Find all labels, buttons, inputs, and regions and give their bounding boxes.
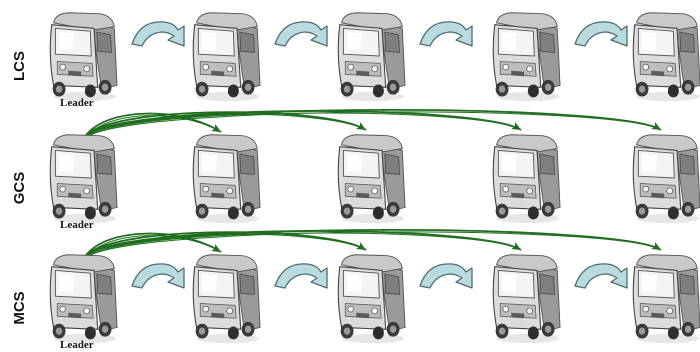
global-link-arrowhead — [211, 244, 221, 252]
global-link-arrowhead — [511, 122, 521, 130]
row-label-lcs: LCS — [11, 51, 28, 81]
follower-vehicle-icon — [192, 134, 261, 224]
global-link-arrow — [83, 111, 367, 139]
follower-vehicle-icon — [337, 254, 406, 344]
local-link-arrow-icon — [274, 263, 328, 289]
global-link-arrowhead — [651, 242, 661, 250]
global-link-arrow — [83, 231, 367, 259]
global-link-arrowhead — [651, 122, 661, 130]
leader-label: Leader — [60, 339, 94, 351]
follower-vehicle-icon — [632, 12, 700, 102]
leader-label: Leader — [60, 97, 94, 109]
global-link-arrow — [83, 111, 662, 141]
local-link-arrow-icon — [574, 21, 628, 47]
local-link-arrow-icon — [419, 263, 473, 289]
leader-vehicle-icon — [49, 12, 118, 102]
follower-vehicle-icon — [492, 134, 561, 224]
follower-vehicle-icon — [337, 12, 406, 102]
local-link-arrow-icon — [131, 263, 185, 289]
follower-vehicle-icon — [492, 254, 561, 344]
global-link-arrow — [83, 231, 662, 261]
local-link-arrow-icon — [574, 263, 628, 289]
follower-vehicle-icon — [192, 254, 261, 344]
follower-vehicle-icon — [632, 254, 700, 344]
global-link-arrow — [83, 109, 662, 139]
leader-vehicle-icon — [49, 254, 118, 344]
local-link-arrow-icon — [274, 21, 328, 47]
follower-vehicle-icon — [492, 12, 561, 102]
row-label-mcs: MCS — [11, 291, 28, 324]
leader-label: Leader — [60, 219, 94, 231]
global-link-arrowhead — [211, 124, 221, 132]
follower-vehicle-icon — [632, 134, 700, 224]
global-link-arrow — [83, 229, 662, 259]
global-link-arrowhead — [511, 242, 521, 250]
global-link-arrowhead — [356, 122, 366, 130]
follower-vehicle-icon — [337, 134, 406, 224]
global-link-arrowhead — [356, 242, 366, 250]
local-link-arrow-icon — [419, 21, 473, 47]
local-link-arrow-icon — [131, 21, 185, 47]
row-label-gcs: GCS — [11, 172, 28, 205]
leader-vehicle-icon — [49, 134, 118, 224]
follower-vehicle-icon — [192, 12, 261, 102]
